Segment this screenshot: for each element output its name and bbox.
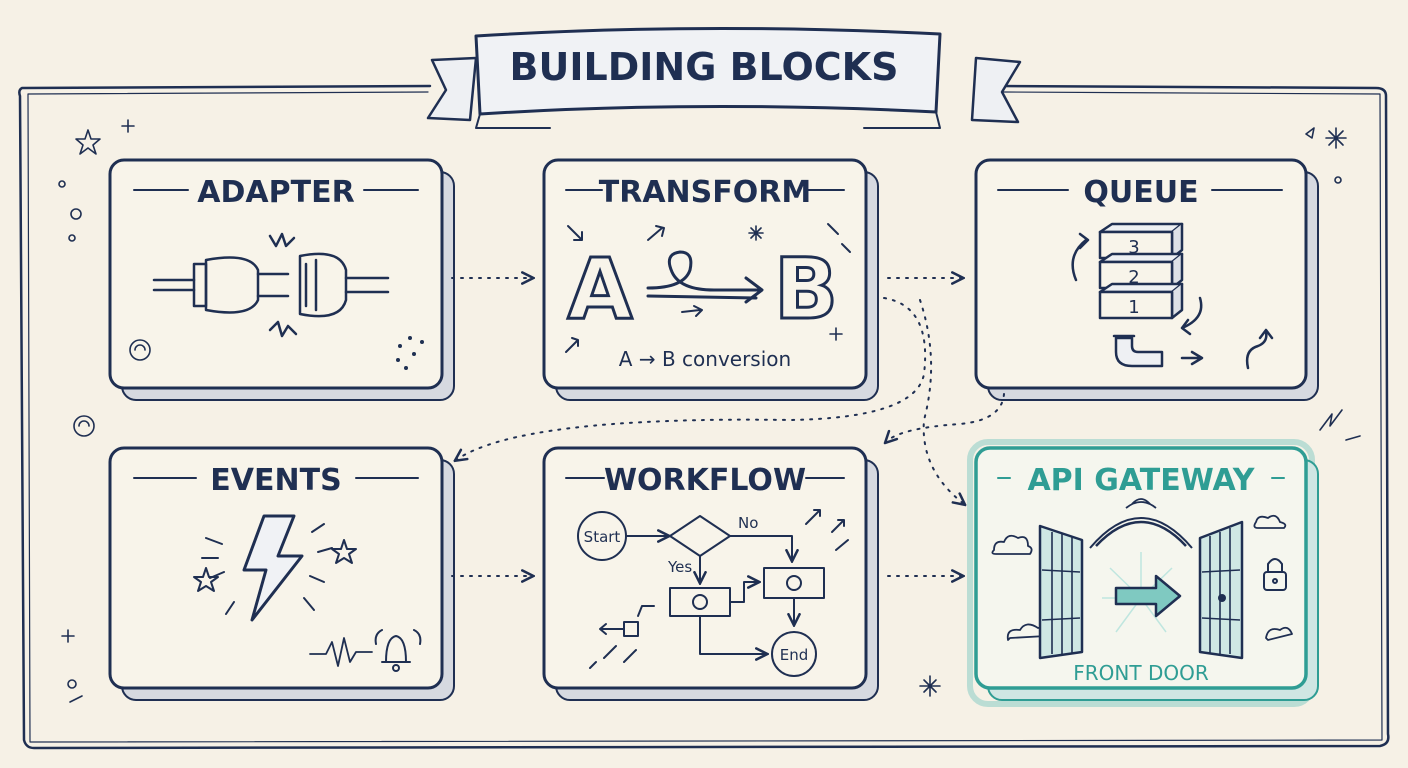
queue-item: 3 [1128, 237, 1139, 258]
connectors [451, 278, 1005, 576]
card-title-adapter: ADAPTER [197, 175, 354, 210]
card-title-queue: QUEUE [1083, 175, 1198, 210]
sparkle-icon [829, 327, 843, 341]
title-banner: BUILDING BLOCKS [426, 26, 1022, 129]
gateway-caption: FRONT DOOR [1073, 661, 1209, 685]
sparkle-mark-icon [827, 223, 851, 253]
lightning-bolt-icon [242, 514, 304, 622]
card-title-api-gateway: API GATEWAY [1027, 463, 1255, 498]
burst-lines-icon [201, 523, 333, 615]
page-title: BUILDING BLOCKS [510, 45, 899, 89]
card-title-workflow: WORKFLOW [604, 463, 806, 498]
card-events[interactable]: EVENTS [108, 446, 455, 701]
padlock-icon [1263, 558, 1287, 591]
star-icon [193, 567, 219, 592]
sparkle-icon [748, 225, 764, 241]
small-arrow-icon [681, 305, 703, 317]
connector-transform-gateway [919, 299, 964, 504]
star-icon [331, 539, 357, 564]
queue-stack [1098, 222, 1184, 320]
loop-arrow-icon [646, 250, 764, 304]
letter-a: A [567, 240, 632, 338]
pipe-icon [1112, 334, 1164, 368]
transform-caption: A → B conversion [619, 347, 791, 371]
output-arrow-icon [1180, 350, 1204, 366]
gate-icon [1038, 498, 1244, 660]
outer-frame [18, 84, 1390, 750]
card-title-events: EVENTS [210, 463, 341, 498]
flow-yes-label: Yes [667, 558, 692, 576]
card-title-transform: TRANSFORM [599, 175, 811, 210]
flow-start-label: Start [584, 528, 621, 546]
swirl-icon [129, 339, 151, 361]
sparkle-arrow-icon [567, 225, 583, 241]
card-queue[interactable]: QUEUE 3 2 1 [974, 158, 1319, 401]
sparkle-arrow-icon [647, 225, 665, 241]
plug-connector-icon [152, 232, 390, 338]
letter-b: B [774, 240, 838, 338]
small-arrow-icon [565, 337, 579, 353]
enqueue-arrow-icon [1071, 232, 1090, 282]
queue-item: 1 [1128, 297, 1139, 318]
decorative-doodles [58, 119, 1361, 703]
flowchart [577, 509, 849, 677]
connector-transform-events [456, 297, 927, 460]
card-workflow[interactable]: WORKFLOW Start No Yes End [542, 446, 879, 701]
card-api-gateway[interactable]: API GATEWAY FRONT [967, 439, 1319, 707]
card-adapter[interactable]: ADAPTER [108, 158, 455, 401]
dots-icon [396, 336, 424, 370]
pulse-line-icon [309, 637, 373, 667]
bell-icon [374, 629, 422, 672]
queue-item: 2 [1128, 267, 1139, 288]
return-arrow-icon [1245, 328, 1274, 370]
flow-end-label: End [780, 646, 809, 664]
dequeue-arrow-icon [1180, 296, 1203, 336]
flow-no-label: No [738, 514, 758, 532]
card-transform[interactable]: TRANSFORM A B A → B conversion [542, 158, 879, 401]
connector-queue-workflow [886, 393, 1005, 442]
